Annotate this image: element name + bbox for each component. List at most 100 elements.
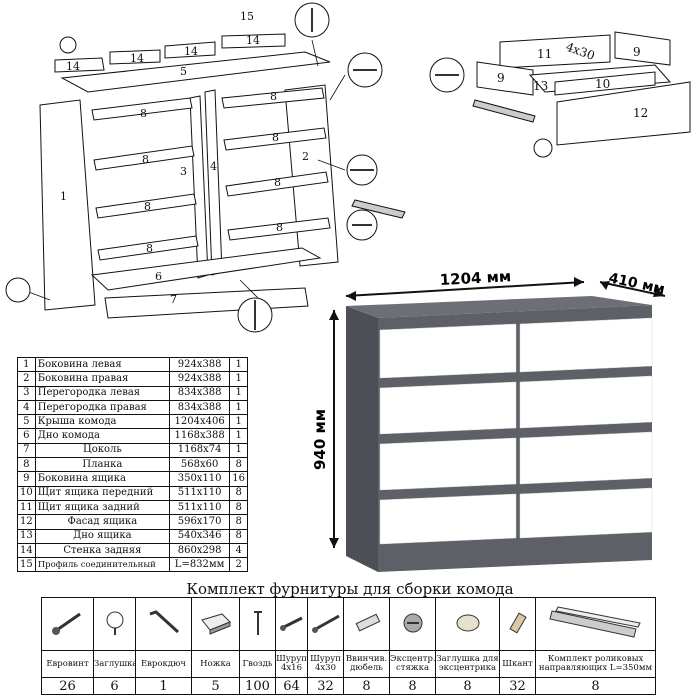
part-name: Цоколь xyxy=(34,442,171,459)
part-num: 7 xyxy=(17,442,36,459)
part-size: 350x110 xyxy=(169,471,231,487)
screw-short-icon xyxy=(279,616,303,631)
part-size: 511x110 xyxy=(169,499,231,516)
dowel-icon xyxy=(355,613,380,632)
hardware-label: Шуруп 4x30 xyxy=(307,650,344,678)
hardware-qty: 8 xyxy=(389,677,436,695)
hardware-label: Ножка xyxy=(191,650,240,678)
part-size: 568x60 xyxy=(169,457,231,473)
label-14: 14 xyxy=(66,60,80,73)
label-3: 3 xyxy=(180,165,187,178)
assembly-diagram: 14 14 14 14 15 5 1 3 4 2 6 7 8 8 8 8 8 8… xyxy=(5,2,406,333)
label-1: 1 xyxy=(60,190,67,203)
label-7: 7 xyxy=(170,293,177,306)
hardware-qty: 8 xyxy=(535,677,656,695)
part-size: 540x346 xyxy=(169,528,231,544)
part-num: 14 xyxy=(17,542,36,559)
part-num: 12 xyxy=(17,514,36,530)
part-name: Дно ящика xyxy=(34,528,171,544)
part-name: Крыша комода xyxy=(34,414,171,430)
drawer-side-9-left xyxy=(476,61,534,96)
hardware-qty: 32 xyxy=(307,677,344,695)
part-name: Планка xyxy=(34,457,171,473)
nail-icon xyxy=(253,610,262,635)
drawer-slide-icon xyxy=(351,199,406,219)
dresser-top xyxy=(346,296,652,318)
part-name: Перегородка правая xyxy=(34,399,171,416)
label-5: 5 xyxy=(180,65,187,78)
hardware-qty: 100 xyxy=(239,677,276,695)
drawer-back-11 xyxy=(499,34,611,69)
wood-dowel-icon xyxy=(508,612,527,633)
drawer-front-left-3 xyxy=(379,437,517,491)
part-qty: 16 xyxy=(229,471,248,487)
screw-long-icon xyxy=(311,614,340,633)
part-qty: 1 xyxy=(229,428,248,444)
part-size: 834x388 xyxy=(169,385,231,401)
slat-8-7 xyxy=(225,171,329,197)
part-num: 11 xyxy=(17,499,36,516)
part-num: 9 xyxy=(17,471,36,487)
part-name: Боковина правая xyxy=(34,371,171,387)
label-14: 14 xyxy=(184,45,198,58)
hardware-qty: 1 xyxy=(135,677,192,695)
hardware-label: Ввинчив. дюбель xyxy=(343,650,390,678)
drawer-slide-icon xyxy=(472,99,536,123)
part-qty: 1 xyxy=(229,442,248,459)
hardware-qty: 8 xyxy=(435,677,500,695)
bottom-panel-6 xyxy=(90,247,322,291)
part-qty: 1 xyxy=(229,414,248,430)
part-num: 10 xyxy=(17,485,36,501)
drawer-front-left-1 xyxy=(379,323,517,379)
drawer-front-right-2 xyxy=(519,375,653,429)
label-8: 8 xyxy=(270,90,277,103)
part-name: Щит ящика задний xyxy=(34,499,171,516)
drawer-slide-icon xyxy=(548,605,641,638)
hardware-qty: 26 xyxy=(41,677,94,695)
hardware-qty-row: 26 6 1 5 100 64 32 8 8 8 32 8 xyxy=(41,677,656,695)
hardware-qty: 6 xyxy=(93,677,136,695)
hardware-qty: 5 xyxy=(191,677,240,695)
part-num: 2 xyxy=(17,371,36,387)
drawer-front-right-4 xyxy=(519,487,653,539)
label-13: 13 xyxy=(533,79,548,93)
drawer-front-right-3 xyxy=(519,431,653,485)
part-name: Фасад ящика xyxy=(34,514,171,530)
callout-cap-icon xyxy=(59,36,77,54)
label-9: 9 xyxy=(633,45,641,59)
cap-icon xyxy=(106,611,123,635)
hardware-label: Шкант xyxy=(499,650,536,678)
hardware-icons-row xyxy=(41,597,656,651)
part-num: 5 xyxy=(17,414,36,430)
part-qty: 1 xyxy=(229,371,248,387)
part-size: 1168x74 xyxy=(169,442,231,459)
part-qty: 4 xyxy=(229,542,248,559)
eurovint-icon xyxy=(51,612,81,635)
hardware-label: Заглушка для эксцентрика xyxy=(435,650,500,678)
label-10: 10 xyxy=(595,77,610,91)
part-qty: 8 xyxy=(229,514,248,530)
part-name: Щит ящика передний xyxy=(34,485,171,501)
back-panel-14-a xyxy=(54,57,105,73)
slat-8-2 xyxy=(93,145,195,171)
label-8: 8 xyxy=(274,176,281,189)
hex-key-icon xyxy=(149,609,179,633)
hardware-labels-row: Евровинт Заглушка Еврокдюч Ножка Гвоздь … xyxy=(41,650,656,678)
label-12: 12 xyxy=(633,106,648,120)
drawer-front-left-4 xyxy=(379,493,517,545)
left-side-panel-1 xyxy=(39,99,96,311)
back-panel-14-b xyxy=(109,49,161,65)
dresser-side xyxy=(346,306,378,572)
part-size: 511x110 xyxy=(169,485,231,501)
hardware-label: Эксцентр. стяжка xyxy=(389,650,436,678)
